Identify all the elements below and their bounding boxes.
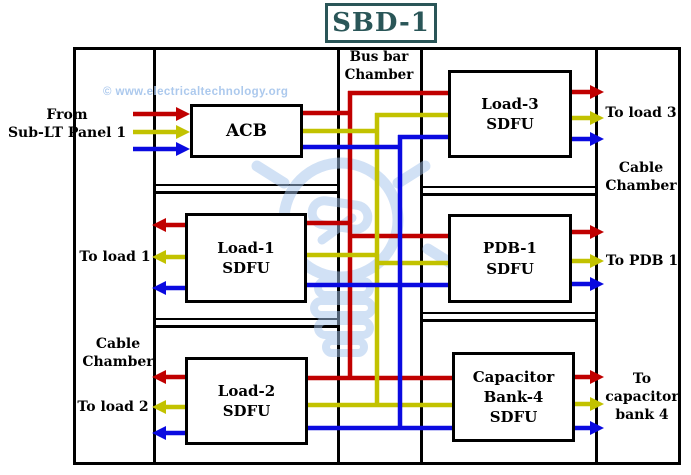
acb-box: ACB [190, 104, 303, 158]
divider-line [423, 193, 595, 196]
load3-sdfu-box: Load-3 SDFU [448, 70, 572, 158]
load1-sdfu-box: Load-1 SDFU [185, 213, 307, 303]
diagram-title-box: SBD-1 [325, 3, 437, 43]
to-load3-label: To load 3 [605, 105, 677, 121]
to-capacitor-bank4-label: To capacitor bank 4 [605, 371, 679, 424]
to-load1-label: To load 1 [79, 249, 151, 265]
busbar-chamber-label: Bus bar Chamber [344, 49, 414, 83]
to-load2-label: To load 2 [77, 399, 149, 415]
pdb1-sdfu-box: PDB-1 SDFU [448, 214, 572, 303]
divider-line [156, 184, 337, 186]
capacitor-bank4-sdfu-box: Capacitor Bank-4 SDFU [452, 352, 575, 442]
load2-sdfu-box: Load-2 SDFU [185, 357, 308, 445]
divider-line [156, 318, 337, 320]
divider-line [423, 186, 595, 188]
diagram-title: SBD-1 [332, 8, 430, 38]
busbar-chamber-right-wall [420, 47, 423, 465]
divider-line [156, 325, 337, 328]
from-sublt-panel-label: From Sub-LT Panel 1 [7, 107, 127, 142]
busbar-chamber-left-wall [337, 47, 340, 465]
right-cable-chamber-label: Cable Chamber [605, 160, 677, 195]
divider-line [156, 191, 337, 194]
to-pdb1-label: To PDB 1 [605, 253, 679, 269]
divider-line [423, 319, 595, 322]
enclosure-border [73, 47, 681, 465]
divider-line [423, 312, 595, 314]
copyright-watermark: © www.electricaltechnology.org [103, 86, 289, 98]
left-cable-chamber-label: Cable Chamber [82, 336, 154, 371]
